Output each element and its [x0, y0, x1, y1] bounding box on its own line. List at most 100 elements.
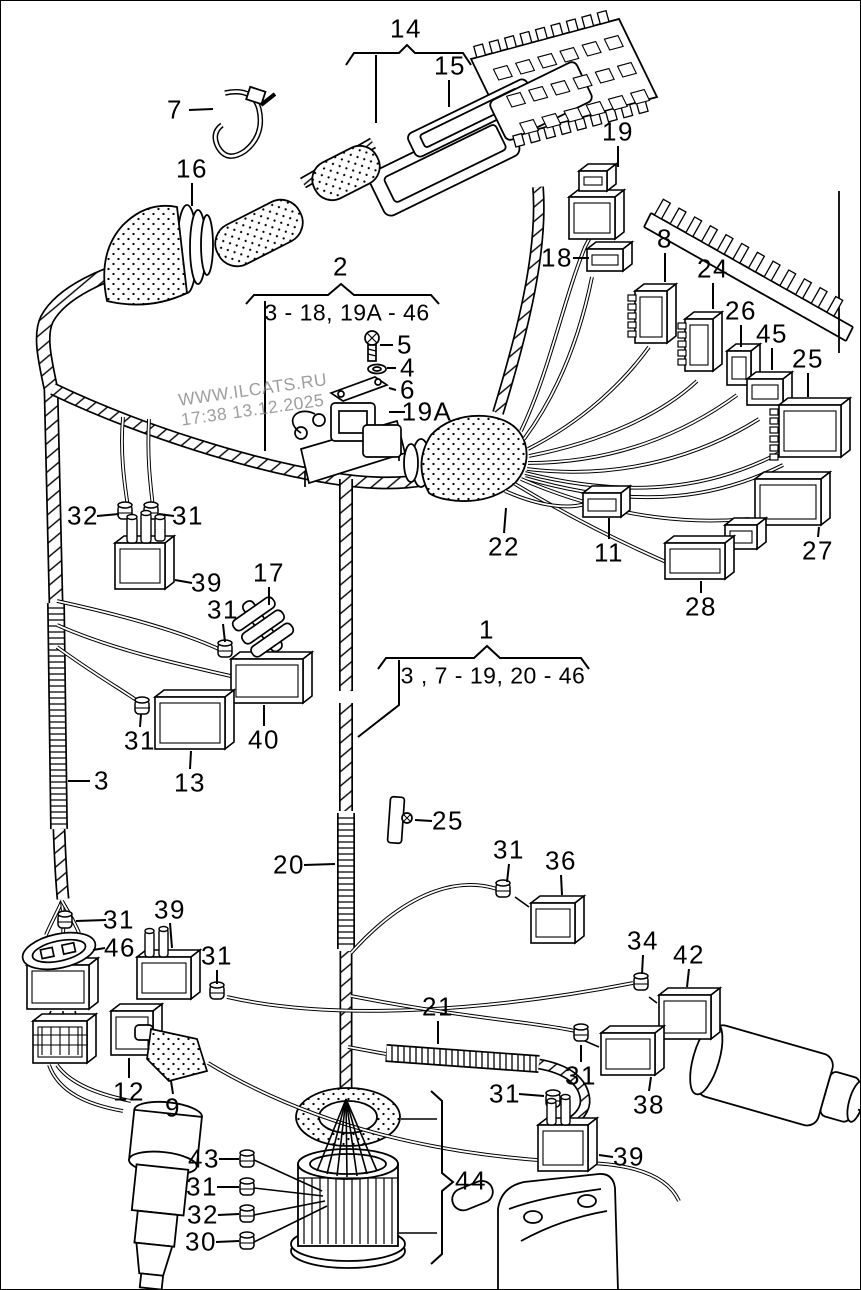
part-label-2-11[interactable]: 2 — [333, 251, 349, 282]
leader-line — [222, 623, 226, 643]
connector-pin — [546, 1097, 557, 1126]
part-label-18-5[interactable]: 18 — [541, 242, 573, 273]
part-label-16-3[interactable]: 16 — [176, 153, 208, 184]
bracket-tooth — [826, 295, 844, 317]
part-label-15-1[interactable]: 15 — [434, 50, 466, 81]
part-label-38-40[interactable]: 38 — [633, 1089, 665, 1120]
part-label-22-17[interactable]: 22 — [488, 531, 520, 562]
leader-line — [96, 513, 120, 517]
part-label-13-28[interactable]: 13 — [174, 767, 206, 798]
part-label-7-2[interactable]: 7 — [167, 94, 183, 125]
leader-line — [817, 526, 820, 538]
part-label-36-35[interactable]: 36 — [545, 845, 577, 876]
part-label-31-22[interactable]: 31 — [172, 500, 204, 531]
leader-line — [560, 874, 563, 896]
part-label-9-49[interactable]: 9 — [165, 1092, 181, 1123]
leader-line — [303, 863, 336, 866]
fuse-tooth — [769, 453, 779, 461]
brace-44 — [430, 1090, 455, 1265]
detail-line — [514, 896, 530, 908]
part-label-31-44[interactable]: 31 — [186, 1171, 218, 1202]
part-label-42-37[interactable]: 42 — [673, 939, 705, 970]
connector-pin — [158, 925, 169, 958]
part-label-25-10[interactable]: 25 — [792, 343, 824, 374]
part-label-21-38[interactable]: 21 — [422, 991, 454, 1022]
part-label-31-50[interactable]: 31 — [103, 904, 135, 935]
relay-bracket-19a — [291, 402, 407, 487]
part-label-32-45[interactable]: 32 — [187, 1199, 219, 1230]
part-label-40-27[interactable]: 40 — [248, 724, 280, 755]
part-label-39-23[interactable]: 39 — [191, 567, 223, 598]
ecu-slot — [537, 52, 558, 69]
part-label-27-19[interactable]: 27 — [802, 535, 834, 566]
part-label-19A-16[interactable]: 19A — [401, 396, 453, 427]
connector-grid-face — [33, 1027, 87, 1055]
part-label-5-13[interactable]: 5 — [397, 329, 413, 360]
part-label-44-47[interactable]: 44 — [455, 1165, 487, 1196]
part-label-17-24[interactable]: 17 — [253, 557, 285, 588]
part-label-31-41[interactable]: 31 — [489, 1078, 521, 1109]
detail-line — [336, 1098, 347, 1177]
part-label-32-21[interactable]: 32 — [67, 500, 99, 531]
fuse-tooth — [677, 349, 687, 357]
ecu-slot — [559, 46, 580, 63]
bracket-tooth — [700, 224, 719, 247]
part-label-31-39[interactable]: 31 — [565, 1060, 597, 1091]
fuse-tooth — [677, 340, 687, 348]
part-label-39-52[interactable]: 39 — [154, 894, 186, 925]
leader-line — [518, 1093, 545, 1097]
ecu-slot — [607, 94, 629, 111]
fuse-tooth — [677, 358, 687, 366]
part-label-11-18[interactable]: 11 — [594, 537, 624, 568]
part-label-28-20[interactable]: 28 — [685, 591, 717, 622]
brace-2 — [245, 282, 440, 305]
ecu-slot — [594, 67, 615, 84]
connector-pin — [126, 513, 138, 544]
bracket-tooth — [779, 269, 797, 291]
leader-line — [92, 947, 106, 951]
grommet-16 — [103, 204, 188, 306]
part-label-19-4[interactable]: 19 — [602, 116, 634, 147]
bracket-tooth — [653, 198, 672, 220]
part-label-46-51[interactable]: 46 — [104, 932, 136, 963]
connector-box — [632, 282, 679, 345]
fuse-tooth — [677, 331, 687, 339]
part-label-31-25[interactable]: 31 — [207, 594, 239, 625]
wire-core — [527, 394, 738, 464]
detail-line — [345, 1098, 378, 1172]
part-label-30-46[interactable]: 30 — [185, 1226, 217, 1257]
part-label-6-15[interactable]: 6 — [400, 374, 416, 405]
connector-box — [528, 894, 587, 945]
connector-box — [584, 240, 635, 273]
part-label-31-34[interactable]: 31 — [493, 834, 525, 865]
boot-9 — [134, 1024, 209, 1082]
part-label-24-7[interactable]: 24 — [697, 253, 729, 284]
part-label-3-29[interactable]: 3 — [94, 765, 110, 796]
part-label-4-14[interactable]: 4 — [400, 352, 416, 383]
tube-fill — [538, 1060, 589, 1126]
ecu-fin — [519, 30, 533, 46]
part-label-26-8[interactable]: 26 — [725, 295, 757, 326]
part-label-34-36[interactable]: 34 — [627, 925, 659, 956]
part-label-3-7-19-20-46-31[interactable]: 3 , 7 - 19, 20 - 46 — [400, 662, 586, 689]
leader-line — [506, 863, 510, 883]
part-label-31-26[interactable]: 31 — [124, 725, 156, 756]
ecu-fin — [581, 14, 595, 29]
harness-sleeve — [214, 198, 304, 268]
part-label-14-0[interactable]: 14 — [390, 13, 422, 44]
connector-box — [566, 188, 627, 241]
part-label-20-33[interactable]: 20 — [273, 849, 305, 880]
connector-pin — [144, 927, 155, 958]
part-label-8-6[interactable]: 8 — [657, 223, 673, 254]
part-label-25-32[interactable]: 25 — [432, 805, 464, 836]
part-label-1-30[interactable]: 1 — [479, 614, 495, 645]
leader-line — [170, 1080, 174, 1095]
part-label-45-9[interactable]: 45 — [756, 318, 788, 349]
cable-seal — [239, 1204, 255, 1223]
part-label-43-43[interactable]: 43 — [188, 1143, 220, 1174]
part-label-12-48[interactable]: 12 — [113, 1076, 145, 1107]
part-label-3-18-19A-46-12[interactable]: 3 - 18, 19A - 46 — [264, 299, 430, 326]
part-label-39-42[interactable]: 39 — [613, 1141, 645, 1172]
part-label-31-53[interactable]: 31 — [201, 940, 233, 971]
grommet-rib — [403, 443, 419, 483]
